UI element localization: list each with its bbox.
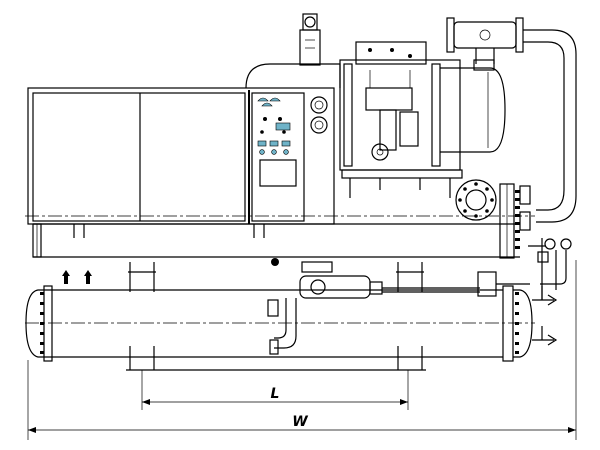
discharge-pipe [446, 17, 577, 223]
evaporator-shell [25, 285, 535, 362]
lower-feet [126, 346, 426, 371]
condenser-shell [25, 183, 535, 259]
flange-icon [455, 179, 497, 221]
pressure-gauge-icon [310, 96, 328, 134]
compressor [245, 13, 506, 198]
length-label: L [271, 386, 280, 402]
indicator-lights [257, 97, 291, 155]
mounting-feet [128, 258, 424, 292]
lifting-point-icon [62, 270, 92, 284]
width-label: W [292, 414, 308, 430]
water-outlet-arrow-icon [532, 286, 558, 346]
dimension-width [27, 260, 577, 440]
display-screen [259, 159, 297, 187]
dimension-length [141, 370, 409, 410]
control-panel [27, 87, 335, 225]
expansion-valve [267, 261, 530, 355]
valve-cluster [519, 185, 572, 300]
